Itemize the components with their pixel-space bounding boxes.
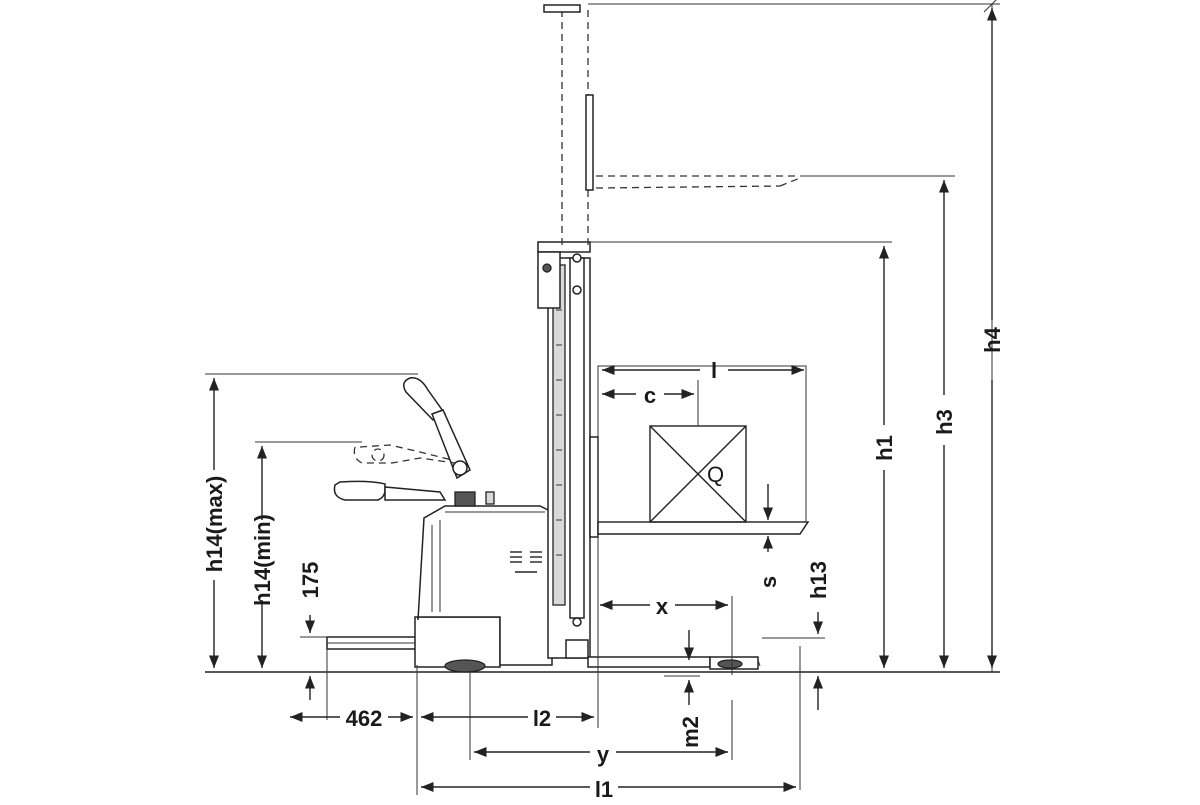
mast-cylinder-top [537,251,561,309]
fork-carriage [589,436,599,538]
dim-l2: l2 [533,706,551,731]
dim-c: c [644,383,656,408]
dim-l: l [711,358,717,383]
dim-462: 462 [346,706,383,731]
dim-h4: h4 [980,326,1005,352]
dim-l1: l1 [595,777,613,800]
mast [537,241,599,659]
load-length-frame [597,365,807,523]
tiller-arm [333,377,471,501]
load-box: Q [597,365,807,523]
mast-inner [569,257,585,619]
dim-m2: m2 [678,716,703,748]
mast-channel [552,264,566,606]
base-leg [587,656,711,668]
chassis-block [414,616,501,668]
truck-body [326,491,553,673]
mast-crosshead [537,241,591,253]
dim-h1: h1 [872,435,897,461]
dim-h14-max: h14(max) [202,476,227,573]
dim-h13: h13 [806,561,831,599]
load-wheel [717,659,743,669]
dim-h3: h3 [932,409,957,435]
dim-175: 175 [298,562,323,599]
dim-y: y [597,742,610,767]
tiller-pivot [452,460,468,476]
raised-fork [597,521,810,535]
vent-slots [510,551,542,573]
mast-base [565,639,589,659]
extended-mast-ghost [543,4,801,245]
dim-x: x [656,594,669,619]
tiller-head-low [333,480,386,501]
dim-h14-min: h14(min) [250,514,275,606]
drive-wheel [444,659,486,673]
load-q-label: Q [707,462,724,487]
dim-s: s [756,576,781,588]
key-switch [454,491,476,507]
emergency-button [485,491,495,505]
forks [587,521,810,670]
